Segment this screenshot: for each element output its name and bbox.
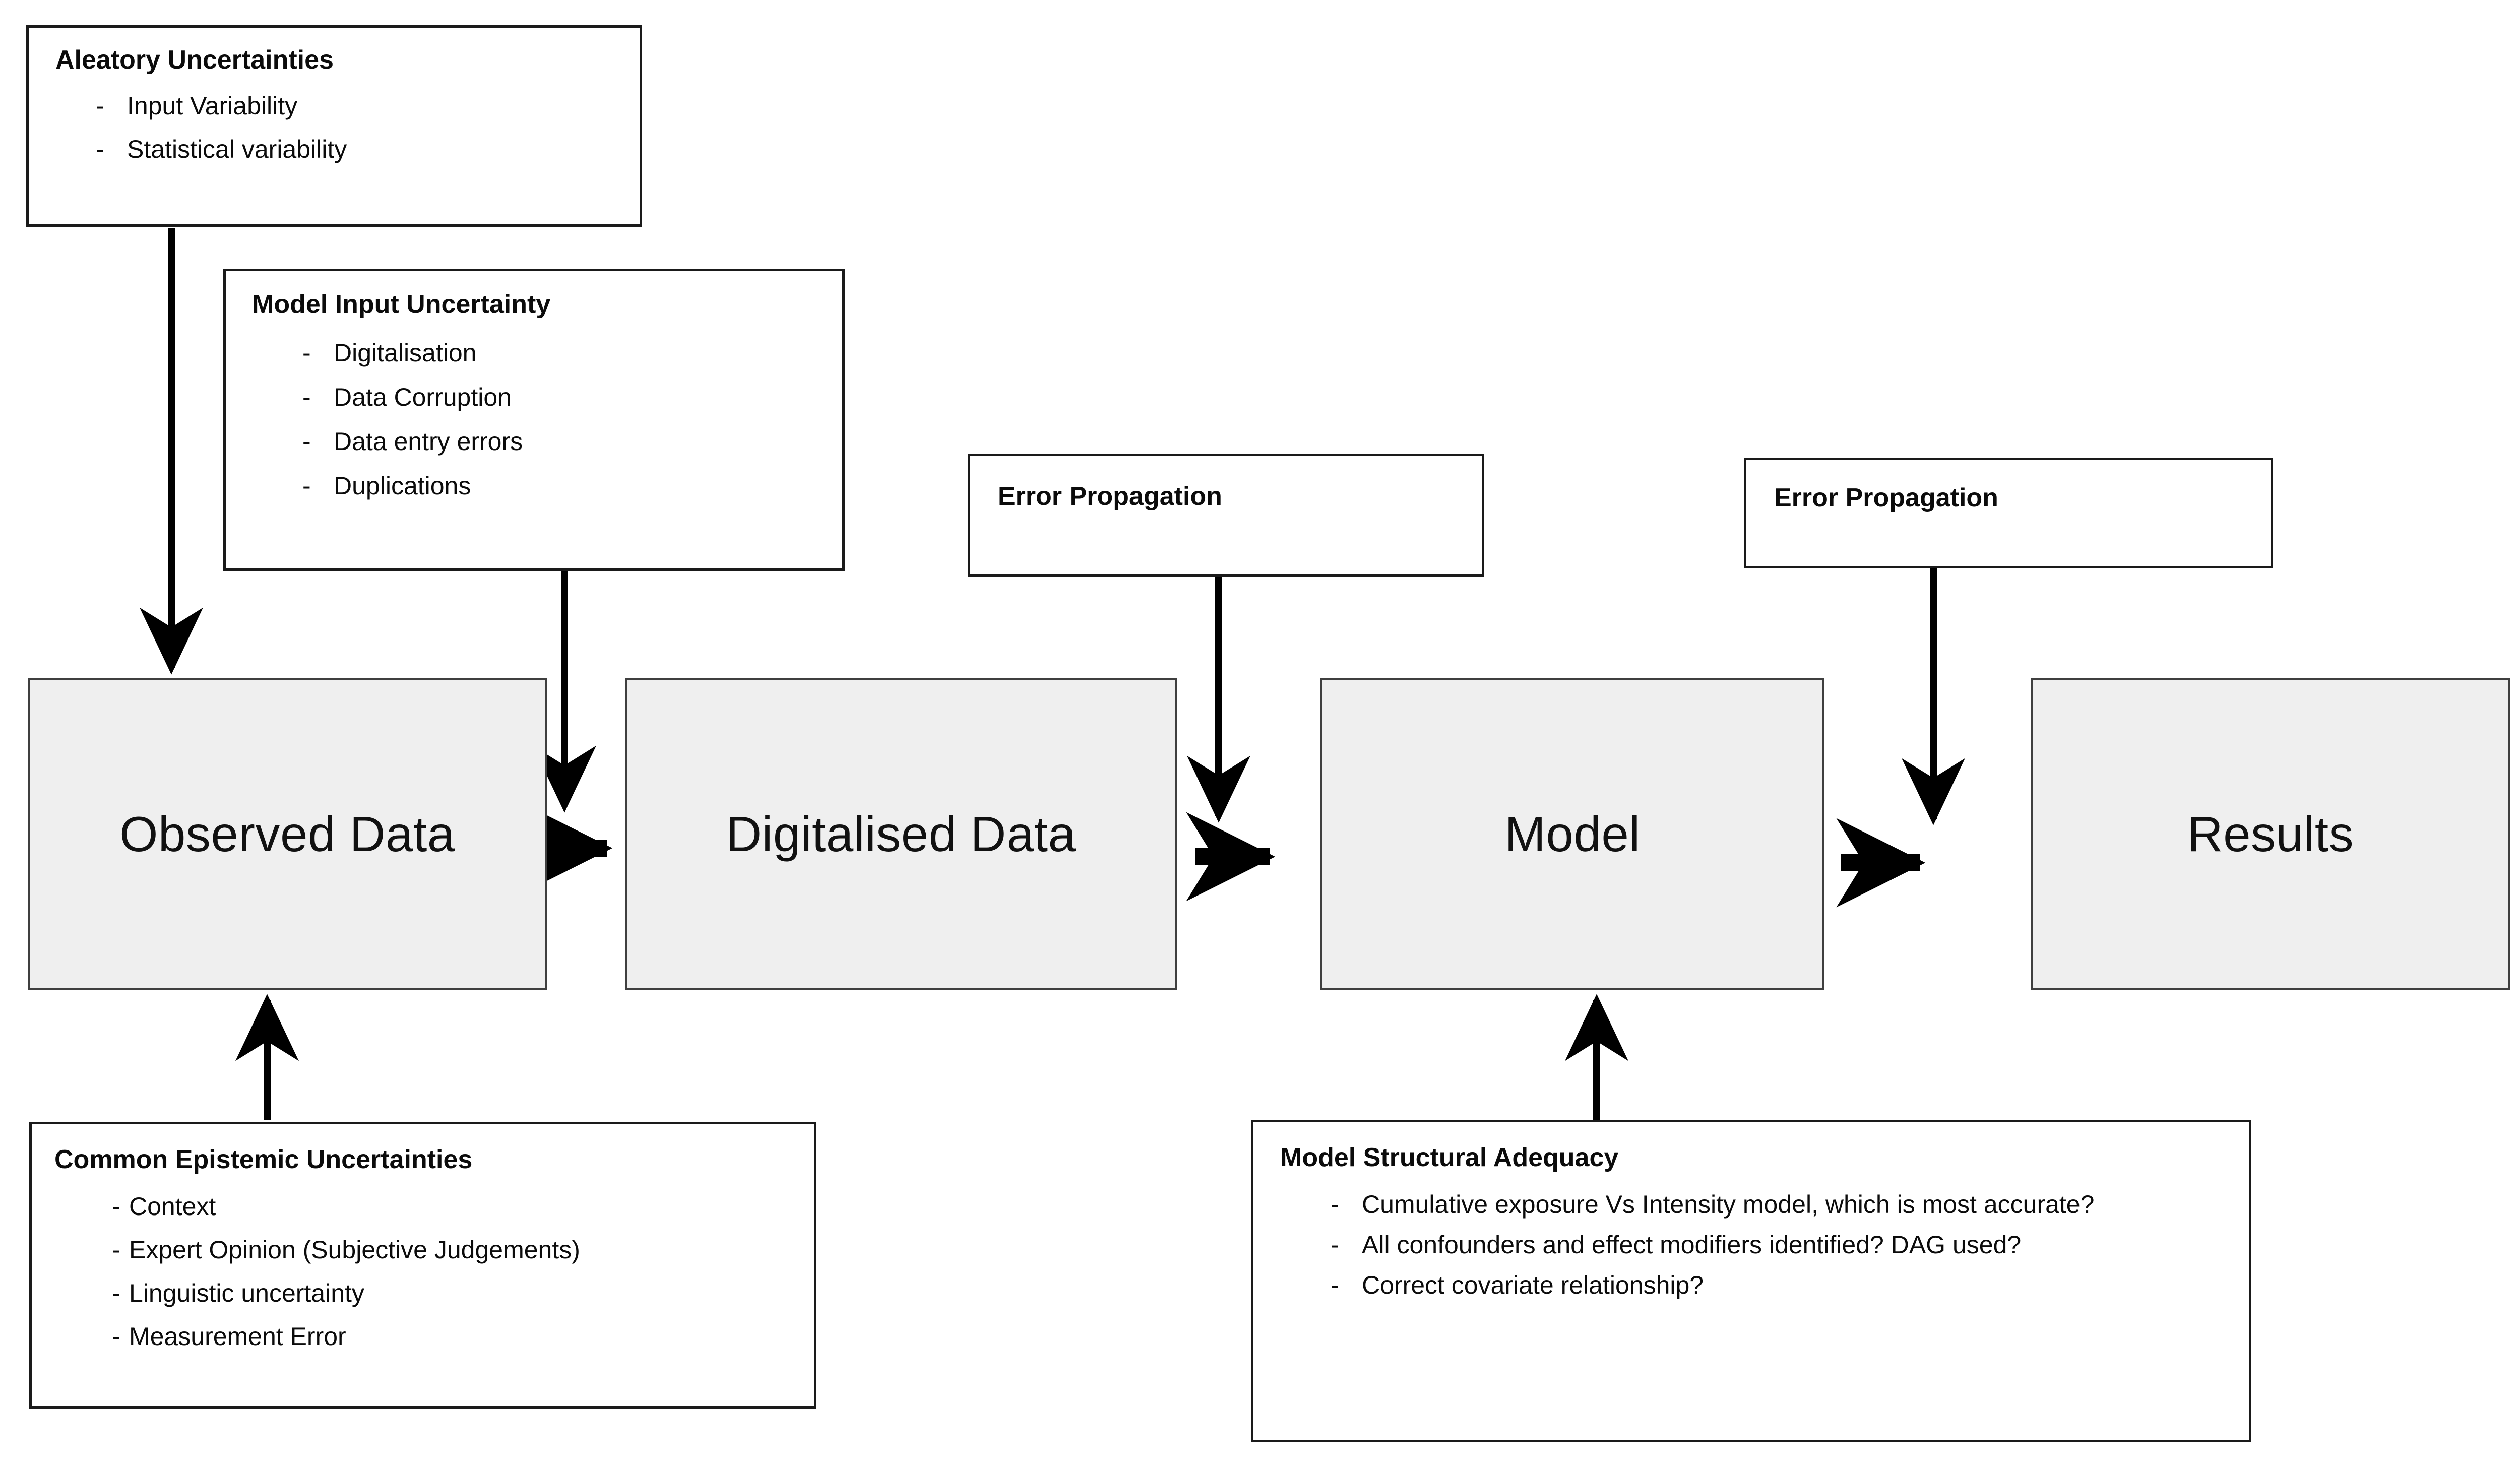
error-propagation-1-title: Error Propagation (998, 482, 1222, 511)
bullet-marker: - (96, 92, 104, 120)
list-item: - Digitalisation (302, 337, 816, 369)
list-item: - Statistical variability (96, 133, 610, 165)
bullet-text: Digitalisation (334, 339, 477, 367)
list-item: - Linguistic uncertainty (112, 1277, 807, 1309)
bullet-marker: - (112, 1279, 120, 1307)
model-structural-adequacy-list: - Cumulative exposure Vs Intensity model… (1331, 1188, 2233, 1301)
bullet-text: Data Corruption (334, 383, 512, 411)
bullet-marker: - (112, 1192, 120, 1221)
bullet-text: Context (129, 1192, 216, 1221)
bullet-marker: - (302, 383, 311, 411)
list-item: - All confounders and effect modifiers i… (1331, 1229, 2233, 1261)
bullet-text: All confounders and effect modifiers ide… (1362, 1231, 2022, 1259)
flow-box-results[interactable]: Results (2031, 678, 2510, 990)
note-box-aleatory-uncertainties (26, 25, 642, 227)
flow-box-label: Digitalised Data (726, 806, 1076, 862)
bullet-text: Measurement Error (129, 1322, 346, 1351)
bullet-marker: - (96, 135, 104, 163)
bullet-text: Linguistic uncertainty (129, 1279, 364, 1307)
aleatory-uncertainties-list: - Input Variability - Statistical variab… (96, 90, 610, 165)
model-input-uncertainty-list: - Digitalisation - Data Corruption - Dat… (302, 337, 816, 502)
bullet-text: Statistical variability (127, 135, 347, 163)
list-item: - Data entry errors (302, 425, 816, 458)
bullet-text: Input Variability (127, 92, 298, 120)
list-item: - Input Variability (96, 90, 610, 122)
bullet-text: Cumulative exposure Vs Intensity model, … (1362, 1190, 2095, 1219)
note-box-error-propagation-1 (968, 454, 1484, 577)
list-item: - Correct covariate relationship? (1331, 1269, 2233, 1301)
bullet-marker: - (1331, 1271, 1339, 1299)
flow-box-digitalised-data[interactable]: Digitalised Data (625, 678, 1177, 990)
flow-box-label: Observed Data (119, 806, 455, 862)
model-structural-adequacy-title: Model Structural Adequacy (1280, 1143, 1619, 1172)
list-item: - Expert Opinion (Subjective Judgements) (112, 1234, 807, 1266)
error-propagation-2-title: Error Propagation (1774, 483, 1998, 513)
bullet-marker: - (112, 1322, 120, 1351)
note-box-error-propagation-2 (1744, 458, 2273, 568)
flow-box-label: Model (1504, 806, 1641, 862)
bullet-marker: - (1331, 1190, 1339, 1219)
bullet-text: Duplications (334, 472, 471, 500)
bullet-marker: - (302, 472, 311, 500)
aleatory-uncertainties-title: Aleatory Uncertainties (55, 45, 334, 75)
flow-box-observed-data[interactable]: Observed Data (28, 678, 547, 990)
list-item: - Duplications (302, 470, 816, 502)
bullet-text: Expert Opinion (Subjective Judgements) (129, 1236, 580, 1264)
bullet-text: Correct covariate relationship? (1362, 1271, 1704, 1299)
common-epistemic-uncertainties-title: Common Epistemic Uncertainties (54, 1145, 473, 1174)
list-item: - Data Corruption (302, 381, 816, 413)
list-item: - Context (112, 1190, 807, 1223)
note-box-common-epistemic-uncertainties (29, 1122, 816, 1409)
common-epistemic-uncertainties-list: - Context - Expert Opinion (Subjective J… (112, 1190, 807, 1353)
bullet-marker: - (302, 427, 311, 456)
bullet-marker: - (112, 1236, 120, 1264)
note-box-model-input-uncertainty (223, 269, 845, 571)
bullet-marker: - (302, 339, 311, 367)
bullet-marker: - (1331, 1231, 1339, 1259)
flow-box-label: Results (2187, 806, 2354, 862)
list-item: - Cumulative exposure Vs Intensity model… (1331, 1188, 2233, 1221)
model-input-uncertainty-title: Model Input Uncertainty (252, 290, 551, 319)
flow-box-model[interactable]: Model (1320, 678, 1824, 990)
list-item: - Measurement Error (112, 1320, 807, 1353)
note-box-model-structural-adequacy (1251, 1120, 2251, 1442)
bullet-text: Data entry errors (334, 427, 523, 456)
